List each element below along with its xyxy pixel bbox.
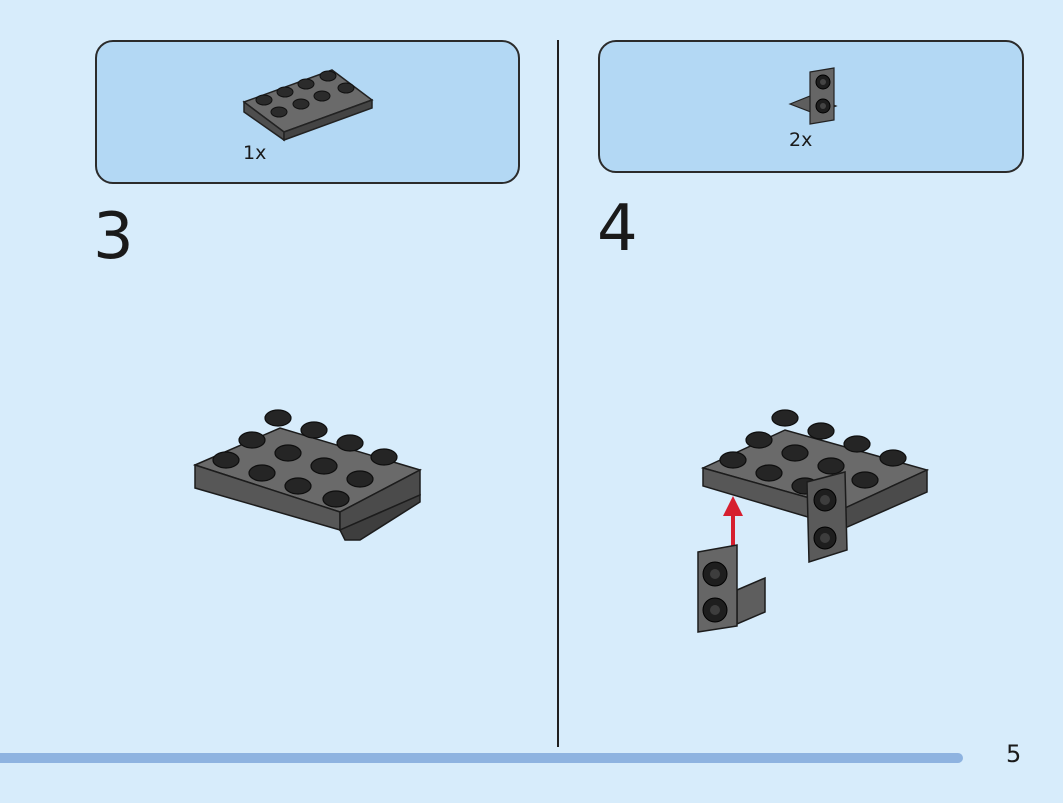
bracket-part-icon (788, 67, 838, 125)
step-3-assembly-illustration (192, 409, 422, 541)
step-number: 3 (93, 200, 134, 274)
plate-2x4-part-icon (242, 69, 374, 142)
page-number: 5 (1006, 740, 1022, 768)
part-quantity-label: 1x (243, 142, 267, 164)
parts-callout-step-3: 1x (95, 40, 520, 184)
part-quantity-label: 2x (789, 129, 813, 151)
step-number: 4 (597, 192, 638, 266)
step-4-assembly-illustration (697, 409, 930, 633)
page-progress-bar (0, 753, 963, 763)
parts-callout-step-4: 2x (598, 40, 1024, 173)
step-divider (557, 40, 559, 747)
